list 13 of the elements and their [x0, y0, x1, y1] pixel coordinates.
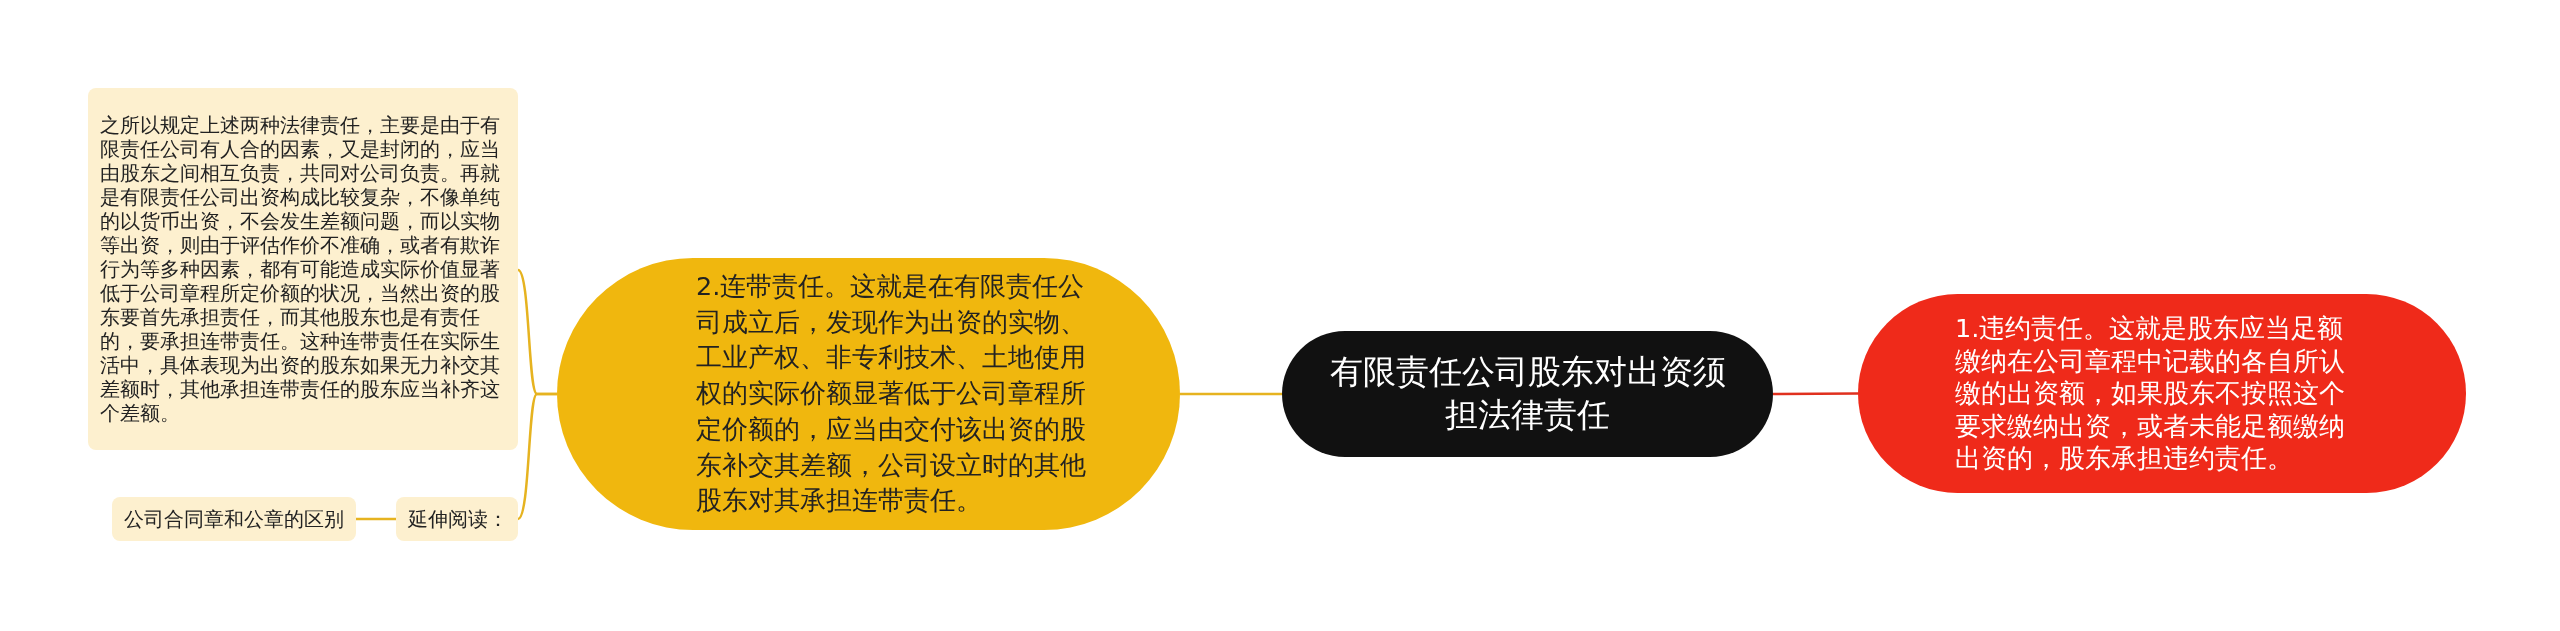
topic-text: 1.违约责任。这就是股东应当足额缴纳在公司章程中记载的各自所认缴的出资额，如果股东不按照这个要求缴纳出资，或者未能足额缴纳出资的，股东承担违约责任。: [1955, 311, 2346, 476]
connector-line: [356, 517, 396, 521]
note-card: [396, 497, 518, 541]
connector-line: [517, 392, 557, 520]
topic-text: 有限责任公司股东对出资须担法律责任: [1328, 351, 1727, 436]
connector-line: [1180, 392, 1282, 396]
topic-text: 公司合同章和公章的区别: [124, 507, 344, 531]
note-card: [88, 88, 518, 450]
note-card: [112, 497, 356, 541]
topic-text: 延伸阅读：: [408, 507, 508, 531]
connector-line: [1773, 392, 1858, 396]
topic-text: 之所以规定上述两种法律责任，主要是由于有限责任公司有人合的因素，又是封闭的，应当由股东之间相互负责，共同对公司负责。再就是有限责任公司出资构成比较复杂，不像单纯的以货币出资，不会发生差额问题，而以实物等出资，则由于评估作价不准确，或者有欺诈行为等多种因素，都有可能造成实际价值显著低于公司章程所定价额的状况，当然出资的股东要首先承担责任，而其他股东也是有责任的，要承担连带责任。这种连带责任在实际生活中，具体表现为出资的股东如果无力补交其差额时，其他承担连带责任的股东应当补齐这个差额。: [100, 113, 501, 425]
topic-text: 2.连带责任。这就是在有限责任公司成立后，发现作为出资的实物、工业产权、非专利技术、土地使用权的实际价额显著低于公司章程所定价额的，应当由交付该出资的股东补交其差额，公司设立时的其他股东对其承担连带责任。: [696, 270, 1087, 518]
